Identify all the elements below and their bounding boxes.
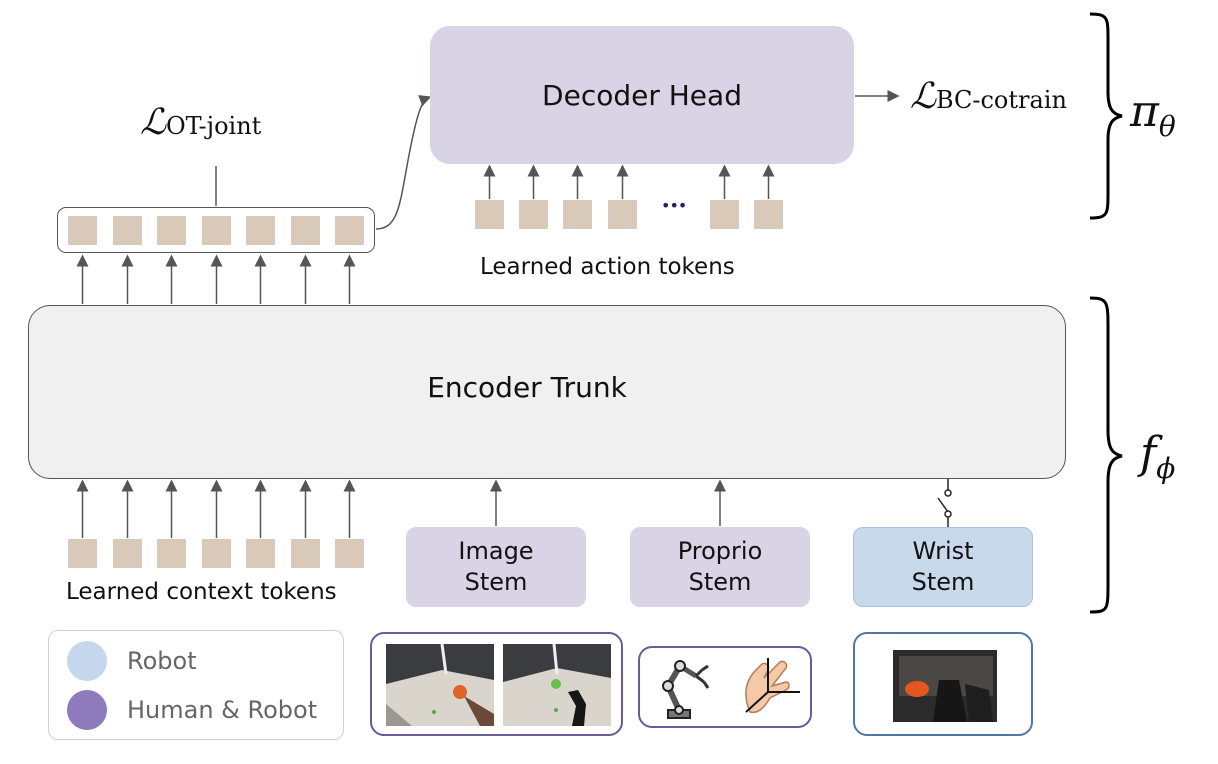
action-token [608,200,637,229]
context-token [335,216,364,245]
context-to-decoder-arrow [375,95,432,230]
context-token [113,216,142,245]
wrist-stem-block: Wrist Stem [853,527,1033,607]
loss-symbol: ℒ [140,102,166,143]
context-token [157,539,186,568]
context-token-group-frame [57,207,375,253]
decoder-head-block: Decoder Head [430,26,854,164]
legend-label: Robot [127,647,197,675]
context-token [113,539,142,568]
context-token [335,539,364,568]
loss-symbol: ℒ [910,76,936,117]
proprio-stem-block: Proprio Stem [630,527,810,607]
ot-joint-loss: ℒOT-joint [140,102,261,143]
camera-image-left [386,643,494,726]
robot-arm-icon [662,660,710,719]
context-token [202,216,231,245]
loss-subscript: BC-cotrain [935,86,1067,114]
learned-action-tokens-label: Learned action tokens [480,254,735,280]
action-token [754,200,783,229]
ellipsis: ••• [661,196,687,215]
encoder-symbol: f [1140,428,1157,479]
hand-axes-icon [745,658,800,714]
context-token [291,216,320,245]
decoder-head-label: Decoder Head [542,78,742,112]
encoder-trunk-label: Encoder Trunk [427,370,627,404]
legend-item-robot: Robot [67,641,197,681]
policy-subscript: θ [1158,110,1176,143]
context-token [68,216,97,245]
context-token [68,539,97,568]
context-token [246,539,275,568]
loss-subscript: OT-joint [165,112,262,140]
policy-symbol: π [1130,86,1159,137]
context-token [246,216,275,245]
wrist-input-frame [853,632,1033,736]
image-input-frame [370,632,623,736]
encoder-brace [1089,296,1123,614]
camera-image-right [503,643,611,726]
wrist-camera-image [893,650,997,722]
proprio-input-frame [638,646,812,728]
learned-context-tokens-label: Learned context tokens [66,579,337,605]
image-stem-block: Image Stem [406,527,586,607]
encoder-function-label: fϕ [1140,428,1175,485]
camera-images [386,643,611,726]
encoder-subscript: ϕ [1156,452,1176,485]
legend: Robot Human & Robot [48,630,344,740]
action-token [519,200,548,229]
legend-label: Human & Robot [127,696,318,724]
policy-label: πθ [1130,86,1176,143]
image-stem-label: Image Stem [458,537,534,596]
context-token [291,539,320,568]
wrist-switch-icon [937,478,952,527]
context-token [202,539,231,568]
legend-swatch [67,641,107,681]
context-token [157,216,186,245]
policy-brace [1089,12,1123,220]
bc-cotrain-loss: ℒBC-cotrain [910,76,1067,117]
legend-item-human-robot: Human & Robot [67,690,317,730]
proprio-stem-label: Proprio Stem [677,537,763,596]
action-token [475,200,504,229]
wrist-stem-label: Wrist Stem [911,537,975,596]
action-token [710,200,739,229]
encoder-trunk-block: Encoder Trunk [28,305,1066,479]
legend-swatch [67,690,107,730]
action-token [563,200,592,229]
